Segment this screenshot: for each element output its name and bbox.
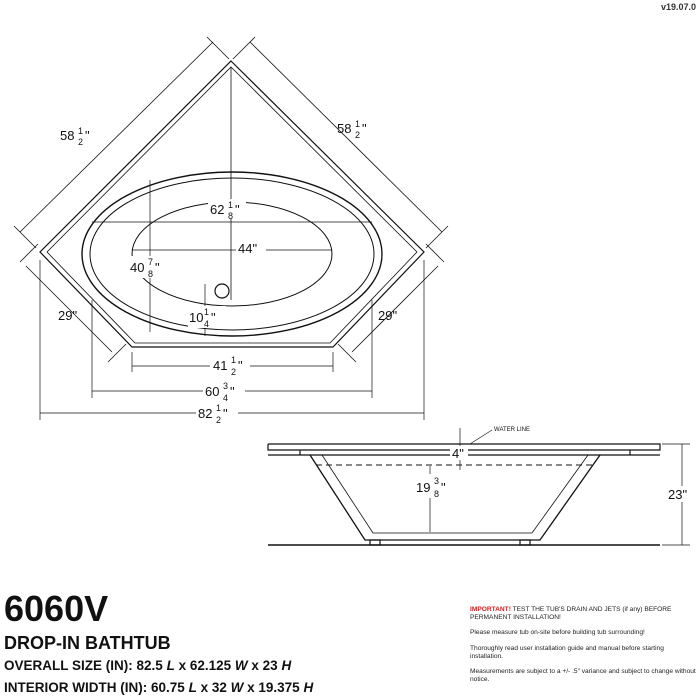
bowl-mid <box>89 177 375 331</box>
svg-text:58: 58 <box>60 128 74 143</box>
interior-size: INTERIOR WIDTH (IN): 60.75 L x 32 W x 19… <box>4 680 314 695</box>
svg-text:1: 1 <box>231 355 236 365</box>
dim-overall-height: 23" <box>668 487 687 502</box>
svg-text:": " <box>441 480 446 495</box>
dim-drain-offset: 10 1 4 " <box>188 306 226 329</box>
svg-text:1: 1 <box>78 126 83 136</box>
dim-front-face: 41 1 2 " <box>210 354 250 377</box>
svg-text:": " <box>230 384 235 399</box>
model-number: 6060V <box>4 588 109 629</box>
dim-right-diagonal: 58 1 2 " <box>337 119 367 140</box>
dim-right-side: 29" <box>378 308 397 323</box>
side-rim-top <box>267 443 661 451</box>
svg-text:1: 1 <box>204 307 209 317</box>
svg-text:3: 3 <box>434 476 439 486</box>
svg-text:": " <box>155 260 160 275</box>
dim-left-side: 29" <box>58 308 77 323</box>
svg-text:19: 19 <box>416 480 430 495</box>
svg-text:3: 3 <box>223 381 228 391</box>
tub-top-outline <box>39 60 425 348</box>
tub-rim-outline <box>46 66 418 344</box>
version-label: v19.07.0 <box>660 2 696 12</box>
svg-text:60: 60 <box>205 384 219 399</box>
svg-text:7: 7 <box>148 257 153 267</box>
dim-overall-width: 82 1 2 " <box>196 402 238 425</box>
dim-bowl-width: 40 7 8 " <box>129 256 167 279</box>
dim-interior-depth: 19 3 8 " <box>414 474 448 499</box>
svg-text:": " <box>238 358 243 373</box>
svg-text:": " <box>362 121 367 136</box>
water-line-label: WATER LINE <box>494 427 530 433</box>
note-variance: Measurements are subject to a +/- .5" va… <box>470 668 696 684</box>
svg-text:": " <box>223 406 228 421</box>
svg-text:": " <box>211 310 216 325</box>
svg-text:4: 4 <box>223 393 228 403</box>
dim-interior-width: 60 3 4 " <box>203 380 245 403</box>
side-tub-body <box>309 454 601 541</box>
svg-text:41: 41 <box>213 358 227 373</box>
svg-text:2: 2 <box>78 137 83 147</box>
note-measure: Please measure tub on-site before buildi… <box>470 629 645 637</box>
svg-text:4: 4 <box>204 319 209 329</box>
svg-text:2: 2 <box>216 415 221 425</box>
drain-icon <box>214 283 230 299</box>
svg-text:2: 2 <box>231 367 236 377</box>
svg-text:8: 8 <box>434 489 439 499</box>
dim-left-diagonal: 58 1 2 " <box>60 126 90 147</box>
dim-bowl-floor: 44" <box>238 241 257 256</box>
svg-text:1: 1 <box>228 200 233 210</box>
technical-drawing: 58 1 2 " 58 1 2 " 62 1 8 " 44" 40 7 8 " <box>13 36 690 546</box>
svg-text:1: 1 <box>355 119 360 129</box>
overall-size: OVERALL SIZE (IN): 82.5 L x 62.125 W x 2… <box>4 658 292 673</box>
svg-text:": " <box>235 202 240 217</box>
bowl-outer <box>81 171 383 337</box>
note-read-guide: Thoroughly read user installation guide … <box>470 644 664 660</box>
svg-text:40: 40 <box>130 260 144 275</box>
product-type: DROP-IN BATHTUB <box>4 633 171 653</box>
svg-text:": " <box>85 128 90 143</box>
svg-text:1: 1 <box>216 403 221 413</box>
svg-text:8: 8 <box>148 269 153 279</box>
svg-text:62: 62 <box>210 202 224 217</box>
dim-bowl-length: 62 1 8 " <box>208 199 246 221</box>
svg-text:58: 58 <box>337 121 351 136</box>
svg-text:8: 8 <box>228 211 233 221</box>
svg-text:82: 82 <box>198 406 212 421</box>
svg-text:2: 2 <box>355 130 360 140</box>
svg-text:10: 10 <box>189 310 203 325</box>
important-note: IMPORTANT! TEST THE TUB'S DRAIN AND JETS… <box>470 606 672 622</box>
dim-water-depth: 4" <box>452 446 464 461</box>
installation-notes: IMPORTANT! TEST THE TUB'S DRAIN AND JETS… <box>470 606 698 691</box>
